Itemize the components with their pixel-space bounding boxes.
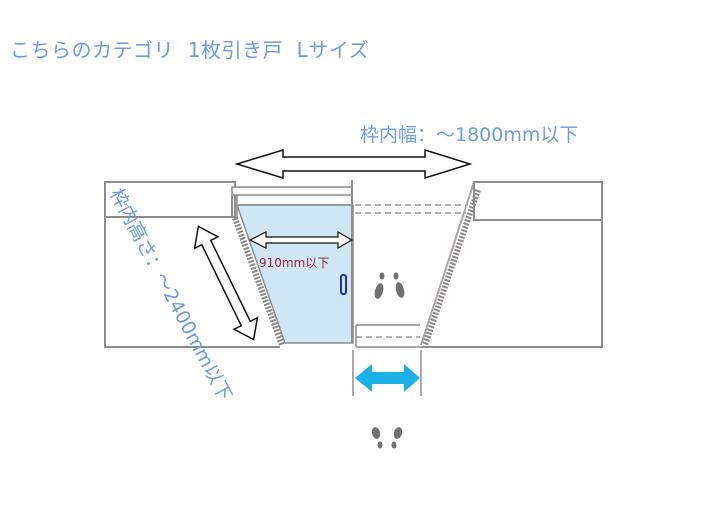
- right-wall: [422, 181, 603, 348]
- frame-width-arrow-icon: [234, 148, 473, 180]
- door-handle: [340, 274, 347, 295]
- footprints-icon: [374, 272, 405, 299]
- right-jamb: [420, 181, 481, 346]
- door-width-label: 910mm以下: [259, 256, 330, 270]
- passage-arrow-icon: [355, 364, 420, 392]
- frame-width-label: 枠内幅：～1800mm以下: [360, 124, 579, 146]
- left-wall: [104, 181, 280, 348]
- left-jamb: [232, 216, 285, 347]
- passage-guides: [352, 350, 422, 396]
- frame-height-arrow-icon: [193, 225, 259, 341]
- track-dashed-lines: [355, 204, 468, 338]
- threshold: [355, 324, 422, 348]
- footprints-icon: [371, 427, 403, 449]
- page-title: こちらのカテゴリ 1枚引き戸 Lサイズ: [10, 38, 370, 62]
- door-width-arrow-icon: [248, 230, 354, 250]
